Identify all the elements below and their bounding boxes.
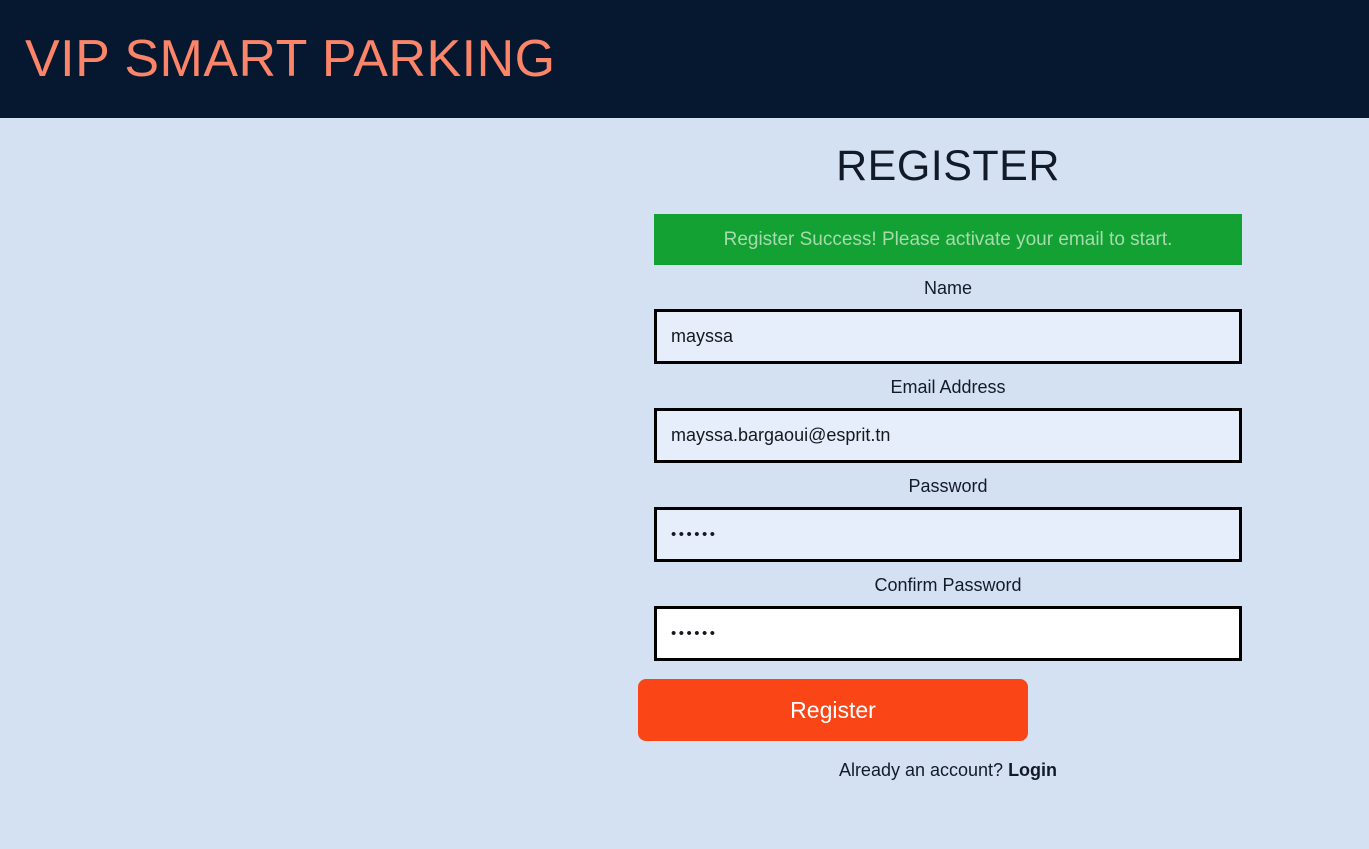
register-form: Name Email Address Password Confirm Pass… xyxy=(638,265,1242,742)
page-title: REGISTER xyxy=(836,142,1060,190)
password-label: Password xyxy=(908,476,988,497)
confirm-password-input[interactable] xyxy=(654,606,1242,662)
login-prompt-text: Already an account? xyxy=(838,760,1004,781)
email-input[interactable] xyxy=(654,408,1242,464)
page-body: REGISTER Register Success! Please activa… xyxy=(0,118,1369,849)
brand-title: VIP SMART PARKING xyxy=(25,30,556,88)
login-link[interactable]: Login xyxy=(1008,760,1058,781)
submit-row: Register xyxy=(638,661,1242,742)
password-input[interactable] xyxy=(654,507,1242,563)
site-header: VIP SMART PARKING xyxy=(0,0,1369,118)
register-success-alert: Register Success! Please activate your e… xyxy=(654,214,1242,266)
name-label: Name xyxy=(923,278,972,299)
email-label: Email Address xyxy=(890,377,1006,398)
name-input[interactable] xyxy=(654,309,1242,365)
register-form-column: REGISTER Register Success! Please activa… xyxy=(638,118,1242,781)
confirm-password-label: Confirm Password xyxy=(874,575,1022,596)
register-submit-button[interactable]: Register xyxy=(638,679,1028,742)
login-prompt: Already an account? Login xyxy=(654,741,1242,781)
